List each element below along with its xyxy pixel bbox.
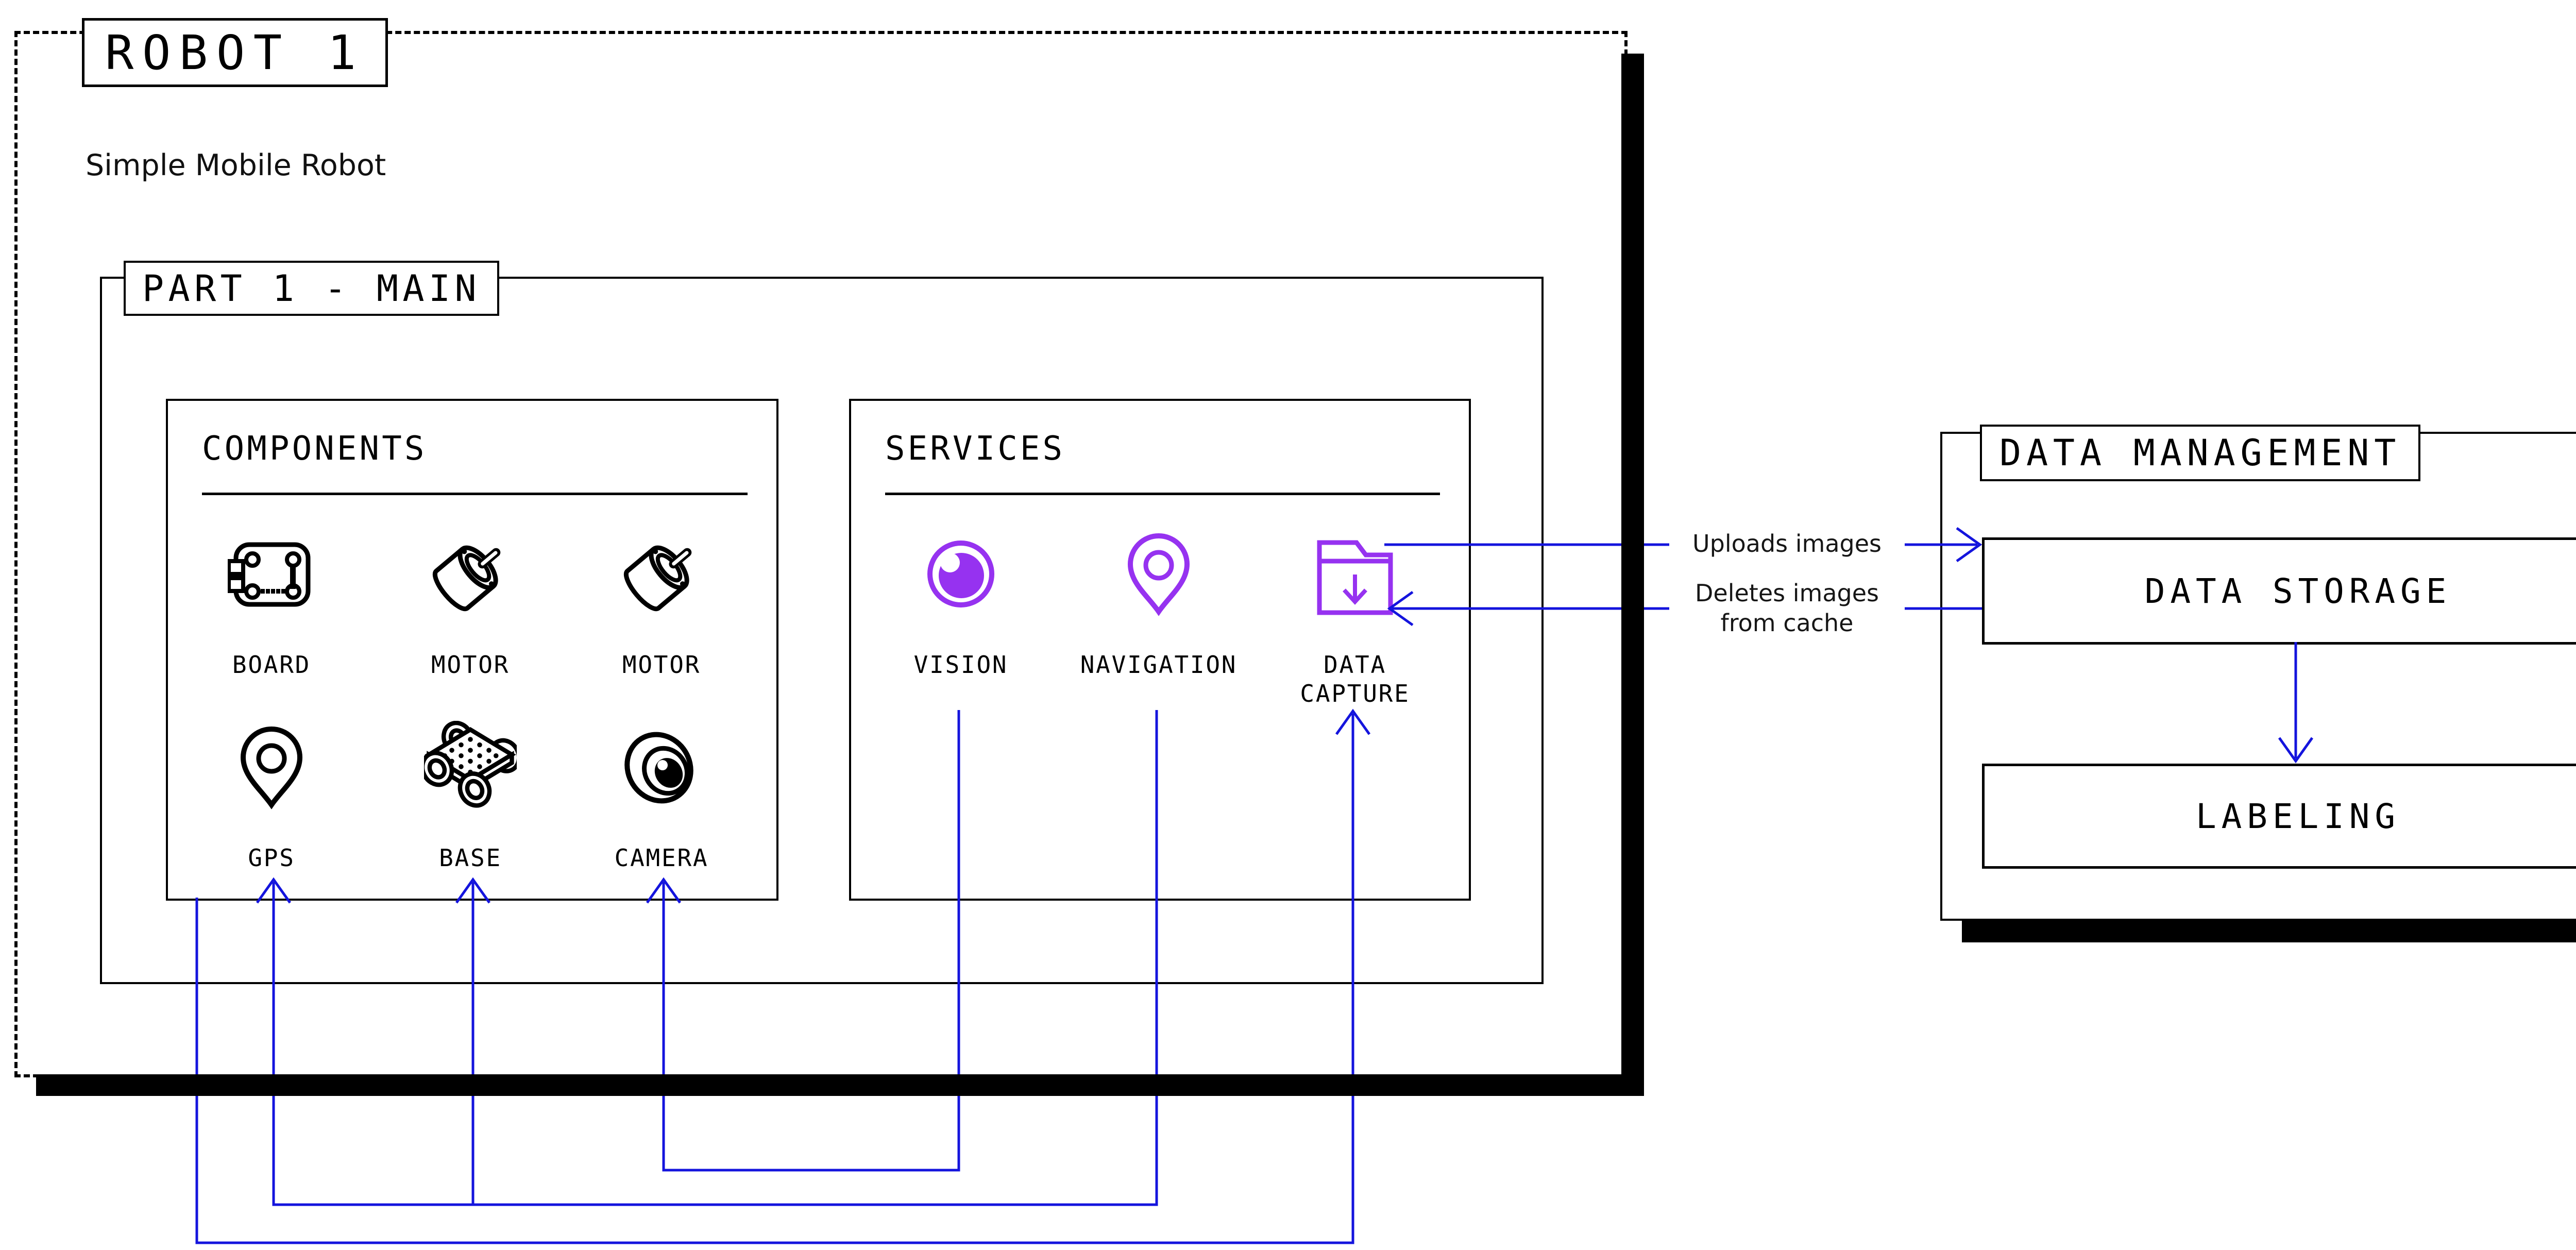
components-title: COMPONENTS — [202, 430, 427, 468]
component-motor-2: MOTOR — [584, 528, 739, 679]
robot-title-box: ROBOT 1 — [82, 18, 388, 87]
robot-title: ROBOT 1 — [105, 25, 365, 80]
uploads-images-label: Uploads images — [1692, 530, 1882, 558]
rover-base-icon — [393, 721, 548, 814]
component-base: BASE — [393, 721, 548, 872]
folder-download-icon — [1267, 528, 1443, 620]
component-label: CAMERA — [614, 844, 709, 872]
service-label: DATA CAPTURE — [1300, 651, 1410, 708]
component-label: MOTOR — [622, 651, 701, 679]
data-management-title-box: DATA MANAGEMENT — [1980, 425, 2421, 481]
robot-shadow-bottom — [36, 1074, 1644, 1096]
deletes-images-line2: from cache — [1720, 609, 1854, 637]
deletes-images-line1: Deletes images — [1695, 579, 1879, 607]
motor-icon — [393, 528, 548, 620]
eye-icon — [873, 528, 1048, 620]
services-box: SERVICES VISION NAVIGATION — [849, 399, 1471, 901]
components-underline — [202, 493, 748, 495]
map-pin-icon — [194, 721, 349, 814]
component-label: GPS — [248, 844, 295, 872]
service-navigation: NAVIGATION — [1071, 528, 1246, 679]
labeling-box: LABELING — [1982, 764, 2576, 869]
service-label: VISION — [913, 651, 1008, 679]
service-vision: VISION — [873, 528, 1048, 679]
data-management-title: DATA MANAGEMENT — [1999, 432, 2401, 474]
robot-shadow-right — [1621, 54, 1644, 1096]
services-title: SERVICES — [885, 430, 1065, 468]
component-label: MOTOR — [431, 651, 510, 679]
part-main-title: PART 1 - MAIN — [142, 267, 481, 310]
components-box: COMPONENTS — [166, 399, 778, 901]
component-board: BOARD — [194, 528, 349, 679]
camera-lens-icon — [584, 721, 739, 814]
component-label: BASE — [439, 844, 502, 872]
component-camera: CAMERA — [584, 721, 739, 872]
motor-icon — [584, 528, 739, 620]
data-storage-label: DATA STORAGE — [2144, 571, 2452, 611]
services-underline — [885, 493, 1440, 495]
component-gps: GPS — [194, 721, 349, 872]
map-pin-icon — [1071, 528, 1246, 620]
deletes-images-label: Deletes images from cache — [1672, 578, 1902, 638]
robot-subtitle: Simple Mobile Robot — [86, 148, 386, 182]
component-label: BOARD — [232, 651, 311, 679]
data-storage-box: DATA STORAGE — [1982, 537, 2576, 645]
service-data-capture: DATA CAPTURE — [1267, 528, 1443, 708]
service-label: NAVIGATION — [1080, 651, 1238, 679]
labeling-label: LABELING — [2195, 796, 2401, 836]
part-main-title-box: PART 1 - MAIN — [124, 261, 500, 316]
circuit-board-icon — [194, 528, 349, 620]
component-motor-1: MOTOR — [393, 528, 548, 679]
